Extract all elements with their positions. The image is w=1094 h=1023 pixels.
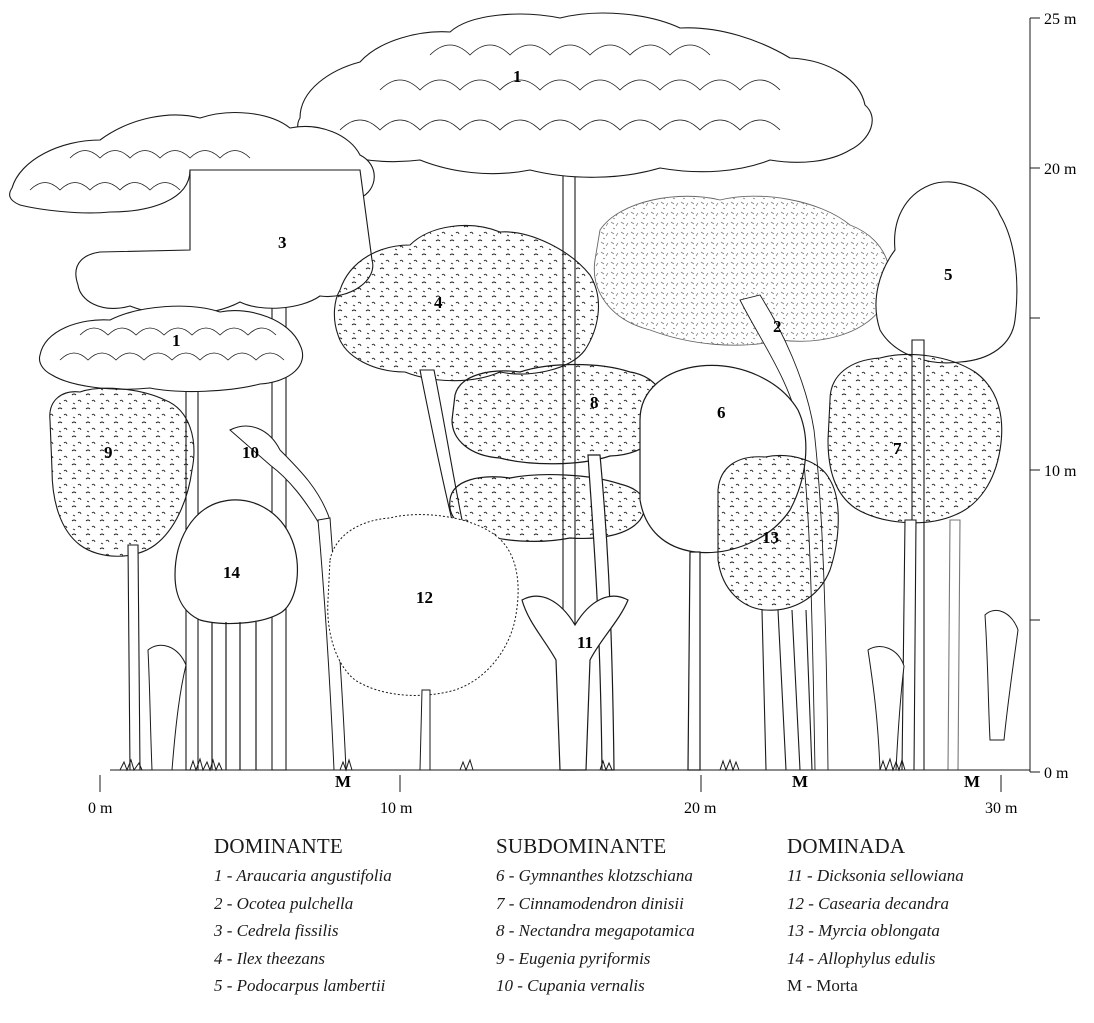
label-tree-12: 12 xyxy=(416,588,433,607)
legend-item: 4 - Ilex theezans xyxy=(214,945,474,973)
axis-label-20m: 20 m xyxy=(1044,161,1077,178)
label-tree-7: 7 xyxy=(893,439,902,458)
legend-item: 2 - Ocotea pulchella xyxy=(214,890,474,918)
legend-subdominante: SUBDOMINANTE 6 - Gymnanthes klotzschiana… xyxy=(496,834,756,1000)
label-tree-1-large: 1 xyxy=(513,67,522,86)
label-tree-6: 6 xyxy=(717,403,726,422)
label-tree-2: 2 xyxy=(773,317,782,336)
legend-dominante: DOMINANTE 1 - Araucaria angustifolia 2 -… xyxy=(214,834,474,1000)
legend-item: 14 - Allophylus edulis xyxy=(787,945,1047,973)
legend-item: 7 - Cinnamodendron dinisii xyxy=(496,890,756,918)
legend-item: 9 - Eugenia pyriformis xyxy=(496,945,756,973)
legend-item: 12 - Casearia decandra xyxy=(787,890,1047,918)
legend-item: 5 - Podocarpus lambertii xyxy=(214,972,474,1000)
legend-item: 8 - Nectandra megapotamica xyxy=(496,917,756,945)
legend-item: 13 - Myrcia oblongata xyxy=(787,917,1047,945)
label-tree-14: 14 xyxy=(223,563,241,582)
label-morta-1: M xyxy=(335,772,351,791)
label-tree-9: 9 xyxy=(104,443,113,462)
legend-dominada: DOMINADA 11 - Dicksonia sellowiana 12 - … xyxy=(787,834,1047,1000)
legend-item: 10 - Cupania vernalis xyxy=(496,972,756,1000)
legend-item: 1 - Araucaria angustifolia xyxy=(214,862,474,890)
distance-label-20m: 20 m xyxy=(684,800,717,817)
legend-title-dominada: DOMINADA xyxy=(787,834,1047,859)
label-tree-3: 3 xyxy=(278,233,287,252)
legend-item-morta: M - Morta xyxy=(787,972,1047,1000)
forest-profile-diagram: 25 m 20 m 10 m 0 m 0 m 10 m 20 m 30 m xyxy=(0,0,1094,830)
tree-cinnamodendron xyxy=(828,354,1002,770)
legend-item: 11 - Dicksonia sellowiana xyxy=(787,862,1047,890)
label-tree-1-small: 1 xyxy=(172,331,181,350)
label-tree-10: 10 xyxy=(242,443,259,462)
legend-title-dominante: DOMINANTE xyxy=(214,834,474,859)
distance-axis xyxy=(100,775,1001,792)
distance-label-10m: 10 m xyxy=(380,800,413,817)
legend-item: 6 - Gymnanthes klotzschiana xyxy=(496,862,756,890)
axis-label-25m: 25 m xyxy=(1044,11,1077,28)
label-tree-5: 5 xyxy=(944,265,953,284)
label-tree-11: 11 xyxy=(577,633,593,652)
label-tree-4: 4 xyxy=(434,293,443,312)
label-morta-3: M xyxy=(964,772,980,791)
distance-label-30m: 30 m xyxy=(985,800,1018,817)
tree-casearia xyxy=(328,515,518,770)
axis-label-10m: 10 m xyxy=(1044,463,1077,480)
distance-label-0m: 0 m xyxy=(88,800,113,817)
axis-label-0m: 0 m xyxy=(1044,765,1069,782)
label-tree-13: 13 xyxy=(762,528,779,547)
legend-item: 3 - Cedrela fissilis xyxy=(214,917,474,945)
label-tree-8: 8 xyxy=(590,393,599,412)
height-axis xyxy=(1030,18,1040,772)
legend-title-subdominante: SUBDOMINANTE xyxy=(496,834,756,859)
label-morta-2: M xyxy=(792,772,808,791)
